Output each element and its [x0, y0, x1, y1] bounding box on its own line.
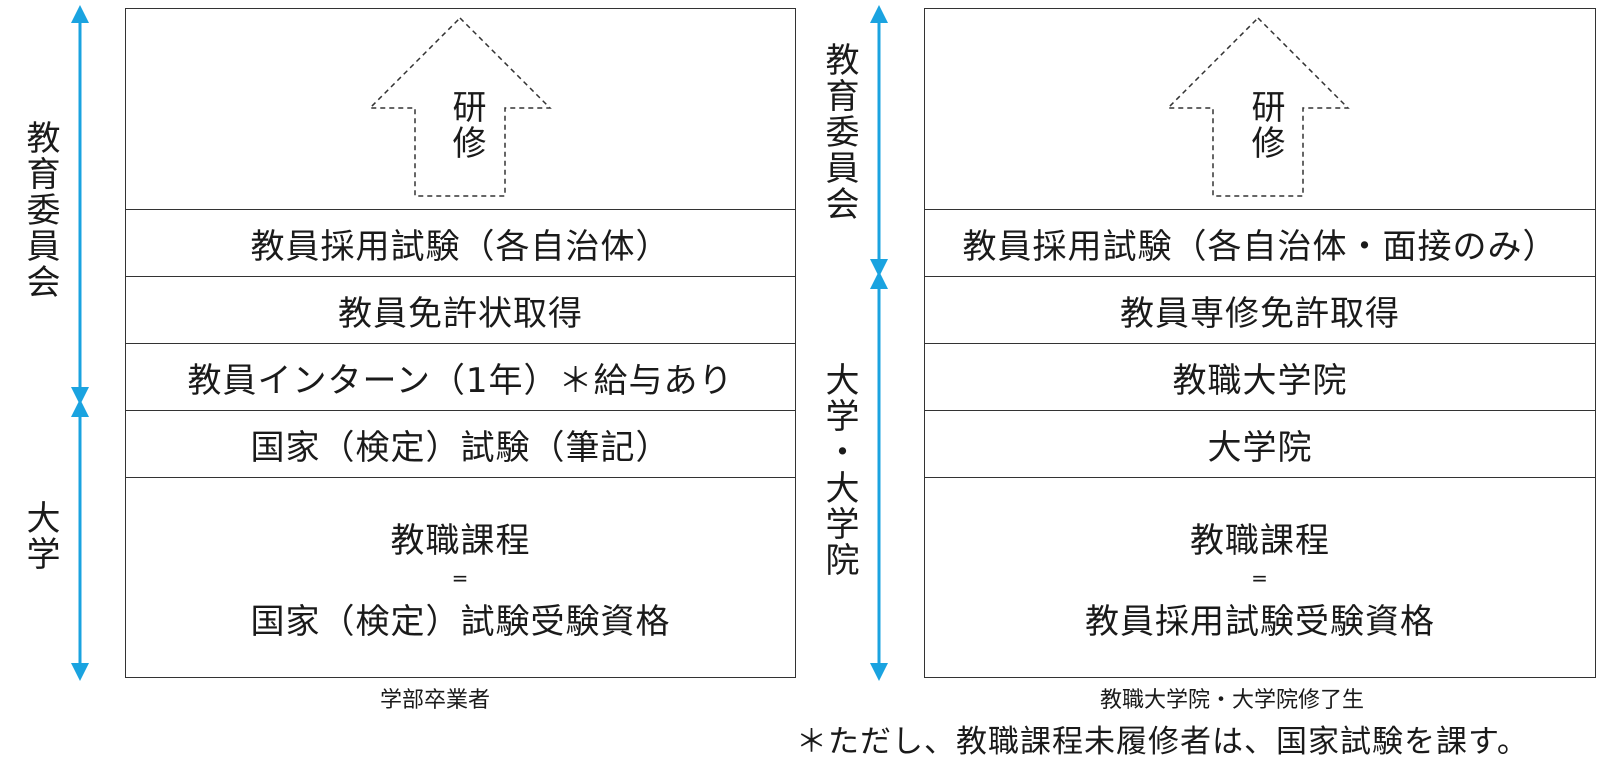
left-panel: 研修 教員採用試験（各自治体） 教員免許状取得 教員インターン（1年）＊給与あり… [125, 8, 796, 678]
right-base-equals: = [1251, 565, 1269, 590]
right-committee-label: 教育委員会 [819, 42, 859, 222]
left-committee-label: 教育委員会 [20, 120, 60, 300]
right-base-line1: 教職課程 [1190, 520, 1330, 561]
right-row-2: 教員専修免許取得 [925, 276, 1595, 343]
left-base-line1: 教職課程 [390, 520, 531, 561]
right-training-label: 研修 [1245, 89, 1285, 161]
left-university-label: 大学 [20, 500, 60, 572]
left-base-row: 教職課程 = 国家（検定）試験受験資格 [126, 477, 795, 677]
left-row-4: 国家（検定）試験（筆記） [126, 410, 795, 477]
right-row-1: 教員採用試験（各自治体・面接のみ） [925, 209, 1595, 276]
right-base-line2: 教員採用試験受験資格 [1085, 601, 1435, 642]
right-row-3: 教職大学院 [925, 343, 1595, 410]
left-training-label: 研修 [446, 89, 486, 161]
right-row-4: 大学院 [925, 410, 1595, 477]
left-caption: 学部卒業者 [380, 688, 491, 713]
right-caption: 教職大学院・大学院修了生 [1100, 688, 1365, 713]
footnote: ＊ただし、教職課程未履修者は、国家試験を課す。 [796, 724, 1529, 760]
right-university-label: 大学・大学院 [819, 362, 859, 578]
left-row-1: 教員採用試験（各自治体） [126, 209, 795, 276]
right-base-row: 教職課程 = 教員採用試験受験資格 [925, 477, 1595, 677]
left-row-3: 教員インターン（1年）＊給与あり [126, 343, 795, 410]
left-base-line2: 国家（検定）試験受験資格 [250, 601, 671, 642]
left-row-2: 教員免許状取得 [126, 276, 795, 343]
left-base-equals: = [451, 565, 470, 590]
right-panel: 研修 教員採用試験（各自治体・面接のみ） 教員専修免許取得 教職大学院 大学院 … [924, 8, 1596, 678]
